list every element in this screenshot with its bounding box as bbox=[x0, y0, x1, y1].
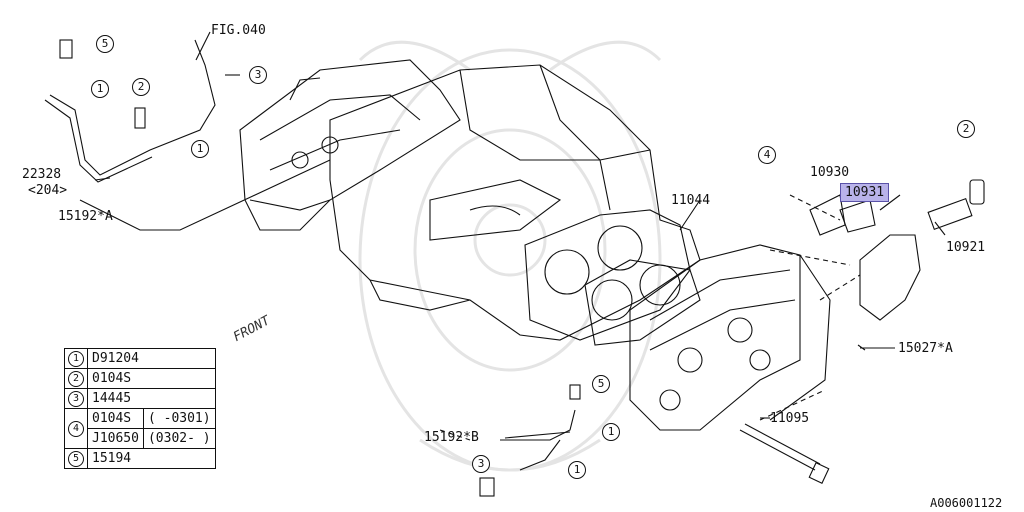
legend-row: 2 0104S bbox=[64, 368, 216, 389]
legend-row: 3 14445 bbox=[64, 388, 216, 409]
legend-key: 1 bbox=[68, 351, 84, 367]
callout-1: 1 bbox=[602, 423, 620, 441]
legend-part: D91204 bbox=[87, 348, 216, 369]
right-cylinder-head bbox=[629, 244, 831, 431]
watermark-logo bbox=[358, 40, 662, 472]
image-code: A006001122 bbox=[930, 496, 1003, 510]
ref-10931-highlighted[interactable]: 10931 bbox=[840, 183, 890, 202]
ref-11095: 11095 bbox=[770, 411, 810, 426]
head-bolt bbox=[739, 423, 830, 484]
callout-5: 5 bbox=[96, 35, 114, 53]
legend-part: 15194 bbox=[87, 448, 216, 469]
ref-15192a: 15192*A bbox=[58, 209, 113, 224]
ref-15192b: 15192*B bbox=[424, 430, 479, 445]
legend-part: 0104S bbox=[87, 368, 216, 389]
oil-pipe-upper bbox=[44, 39, 240, 183]
callout-5: 5 bbox=[592, 375, 610, 393]
ref-22328: 22328 bbox=[22, 167, 62, 182]
ref-10930: 10930 bbox=[810, 165, 850, 180]
parts-legend-table: 1 D91204 2 0104S 3 14445 4 0104S ( -0301… bbox=[64, 348, 216, 469]
head-gasket bbox=[524, 209, 701, 346]
left-cylinder-head bbox=[239, 59, 461, 231]
callout-1: 1 bbox=[568, 461, 586, 479]
callout-1: 1 bbox=[191, 140, 209, 158]
ref-22328-note: <204> bbox=[28, 183, 68, 198]
legend-row: 1 D91204 bbox=[64, 348, 216, 369]
legend-key: 2 bbox=[68, 371, 84, 387]
callout-3: 3 bbox=[472, 455, 490, 473]
callout-2: 2 bbox=[957, 120, 975, 138]
callout-3: 3 bbox=[249, 66, 267, 84]
legend-row: 5 15194 bbox=[64, 448, 216, 469]
legend-row: J10650 (0302- ) bbox=[65, 428, 216, 449]
legend-part: J10650 bbox=[87, 428, 144, 449]
oil-pipe-lower bbox=[479, 384, 581, 497]
legend-key: 4 bbox=[68, 421, 84, 437]
callout-lines bbox=[79, 31, 946, 439]
ref-15027a: 15027*A bbox=[898, 341, 953, 356]
legend-range: ( -0301) bbox=[142, 408, 216, 429]
callout-2: 2 bbox=[132, 78, 150, 96]
engine-block bbox=[329, 64, 701, 341]
legend-range: (0302- ) bbox=[142, 428, 216, 449]
oil-control-valve bbox=[809, 179, 985, 351]
ref-10921: 10921 bbox=[946, 240, 986, 255]
ref-fig: FIG.040 bbox=[211, 23, 266, 38]
callout-1: 1 bbox=[91, 80, 109, 98]
legend-part: 14445 bbox=[87, 388, 216, 409]
legend-part: 0104S bbox=[87, 408, 144, 429]
legend-key: 5 bbox=[68, 451, 84, 467]
legend-row: 4 0104S ( -0301) bbox=[64, 408, 216, 449]
callout-4: 4 bbox=[758, 146, 776, 164]
ref-11044: 11044 bbox=[671, 193, 711, 208]
legend-key: 3 bbox=[68, 391, 84, 407]
